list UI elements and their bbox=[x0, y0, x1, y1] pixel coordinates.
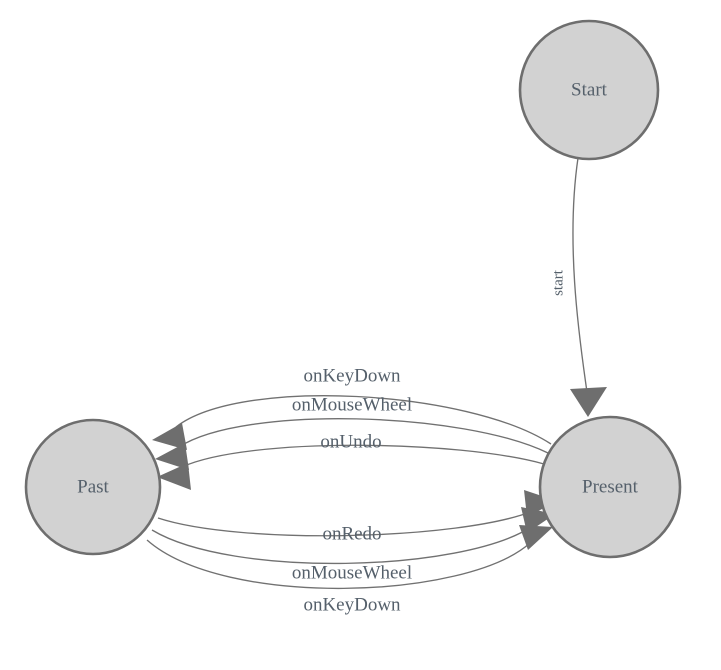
edge-past-to-present-onkeydown-path bbox=[146, 539, 531, 590]
edge-present-to-past-onundo-arrowhead bbox=[157, 463, 191, 490]
edge-past-to-present-onkeydown-arrowhead bbox=[519, 525, 553, 550]
edge-present-to-past-onkeydown-path bbox=[175, 395, 552, 445]
edge-start-to-present-path bbox=[572, 157, 588, 393]
edge-present-to-past-onkeydown-arrowhead bbox=[152, 423, 187, 450]
node-start[interactable]: Start bbox=[518, 19, 660, 161]
edge-label-past-present-onkeydown: onKeyDown bbox=[303, 594, 401, 615]
edge-label-past-present-onmousewheel: onMouseWheel bbox=[292, 562, 412, 583]
node-present[interactable]: Present bbox=[538, 415, 682, 559]
edge-present-to-past-onkeydown[interactable]: onKeyDown bbox=[152, 365, 552, 450]
node-past-circle bbox=[24, 418, 162, 556]
edge-label-present-past-onmousewheel: onMouseWheel bbox=[292, 394, 412, 415]
edge-label-start: start bbox=[550, 269, 566, 296]
edge-label-present-past-onkeydown: onKeyDown bbox=[303, 365, 401, 386]
edge-past-to-present-onredo-path bbox=[157, 510, 534, 537]
edge-past-to-present-onkeydown[interactable]: onKeyDown bbox=[146, 525, 553, 615]
edge-past-to-present-onredo[interactable]: onRedo bbox=[157, 490, 557, 544]
edge-start-to-present[interactable]: start bbox=[550, 157, 607, 417]
edge-present-to-past-onmousewheel-arrowhead bbox=[155, 443, 189, 470]
edge-past-to-present-onmousewheel-path bbox=[151, 526, 532, 565]
edge-start-to-present-arrowhead bbox=[570, 387, 607, 417]
edge-label-past-present-onredo: onRedo bbox=[322, 523, 381, 544]
edge-present-to-past-onundo-path bbox=[181, 444, 545, 468]
node-present-circle bbox=[538, 415, 682, 559]
edge-present-to-past-onmousewheel-path bbox=[178, 418, 549, 454]
edge-present-to-past-onmousewheel[interactable]: onMouseWheel bbox=[155, 394, 549, 470]
edge-label-present-past-onundo: onUndo bbox=[320, 431, 381, 452]
node-past[interactable]: Past bbox=[24, 418, 162, 556]
node-start-circle bbox=[518, 19, 660, 161]
edge-present-to-past-onundo[interactable]: onUndo bbox=[157, 431, 545, 490]
